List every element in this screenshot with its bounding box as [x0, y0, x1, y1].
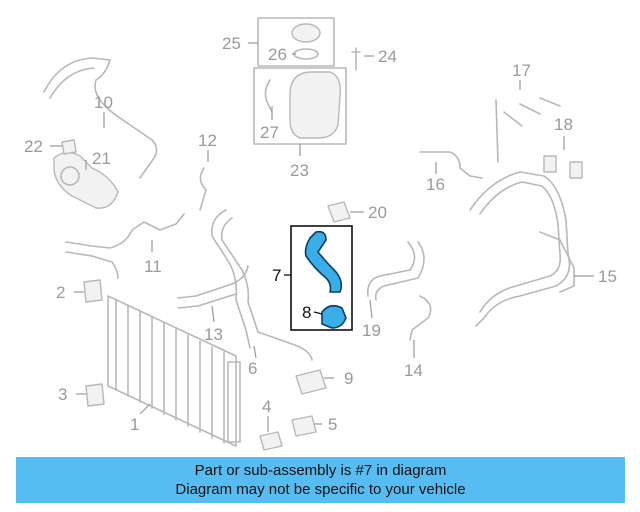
callout-4: 4 — [262, 397, 271, 416]
callout-1: 1 — [130, 415, 139, 434]
pipe-10-inner — [49, 67, 95, 99]
clips-17 — [495, 97, 561, 163]
fitting-20 — [327, 201, 351, 223]
callout-labels: 1 2 3 4 5 6 7 8 9 10 11 12 13 14 15 16 1… — [24, 34, 617, 434]
hose-6-b — [220, 217, 259, 333]
clip-18a — [543, 155, 557, 173]
callout-22: 22 — [24, 137, 43, 156]
radiator-core — [107, 295, 237, 447]
hose-6-end — [257, 331, 313, 361]
cap-box — [257, 17, 335, 67]
radiator — [107, 295, 241, 447]
hose-12 — [199, 167, 207, 211]
left-parts — [43, 57, 185, 407]
callout-11: 11 — [144, 257, 162, 276]
hose-19 — [366, 241, 416, 297]
callout-21: 21 — [92, 149, 111, 168]
callout-7: 7 — [272, 266, 281, 285]
plug-4 — [259, 431, 283, 451]
plug-5 — [291, 415, 317, 437]
callout-18: 18 — [554, 115, 573, 134]
leader-8 — [313, 311, 323, 315]
hose-14 — [409, 295, 432, 341]
callout-5: 5 — [328, 415, 337, 434]
callout-2: 2 — [56, 283, 65, 302]
reservoir-cap — [291, 23, 321, 43]
hose-6 — [210, 209, 251, 349]
expansion-tank — [289, 71, 341, 139]
hose-11-branch — [65, 251, 119, 279]
hose-19-b — [374, 241, 425, 301]
tank-hose — [264, 79, 273, 113]
callout-10: 10 — [94, 93, 113, 112]
pipe-10 — [43, 57, 158, 179]
fitting-9 — [295, 369, 327, 395]
sensor-22 — [61, 139, 77, 155]
cooling-system-diagram: 1 2 3 4 5 6 7 8 9 10 11 12 13 14 15 16 1… — [24, 17, 617, 451]
callout-24: 24 — [378, 47, 397, 66]
callout-13: 13 — [204, 325, 223, 344]
hose-11 — [65, 213, 185, 249]
highlighted-part-group — [284, 225, 353, 331]
mount-2 — [83, 279, 103, 303]
reservoir-group — [253, 17, 361, 145]
callout-27: 27 — [260, 123, 279, 142]
radiator-fins — [115, 299, 225, 444]
coolant-hose-7 — [304, 230, 343, 293]
mount-3 — [85, 383, 105, 407]
hose-15-branch — [539, 231, 575, 293]
callout-6: 6 — [248, 359, 257, 378]
callout-15: 15 — [598, 267, 617, 286]
callout-19: 19 — [362, 321, 381, 340]
hose-13 — [177, 265, 249, 299]
banner-line-1: Part or sub-assembly is #7 in diagram — [194, 462, 447, 479]
hose-13-b — [177, 293, 237, 309]
hose-clamp-8 — [321, 304, 347, 329]
callout-16: 16 — [426, 175, 445, 194]
clip-18b — [569, 161, 583, 179]
sensor-24 — [351, 47, 361, 71]
callout-14: 14 — [404, 361, 423, 380]
callout-12: 12 — [198, 131, 217, 150]
radiator-tank — [227, 361, 241, 443]
info-banner: Part or sub-assembly is #7 in diagram Di… — [16, 457, 625, 503]
callout-23: 23 — [290, 161, 309, 180]
callout-25: 25 — [222, 34, 241, 53]
housing-flange — [60, 166, 80, 186]
right-parts — [419, 97, 583, 327]
callout-20: 20 — [368, 203, 387, 222]
banner-line-2: Diagram may not be specific to your vehi… — [175, 481, 466, 498]
callout-9: 9 — [344, 369, 353, 388]
leader-lines — [50, 42, 594, 432]
hose-15 — [469, 171, 571, 327]
callout-3: 3 — [58, 385, 67, 404]
cap-seal — [293, 48, 319, 60]
callout-17: 17 — [512, 61, 531, 80]
hose-16 — [419, 151, 483, 179]
callout-8: 8 — [302, 303, 311, 322]
hose-15-inner — [479, 181, 562, 313]
callout-26: 26 — [268, 45, 287, 64]
center-hoses — [177, 167, 432, 451]
